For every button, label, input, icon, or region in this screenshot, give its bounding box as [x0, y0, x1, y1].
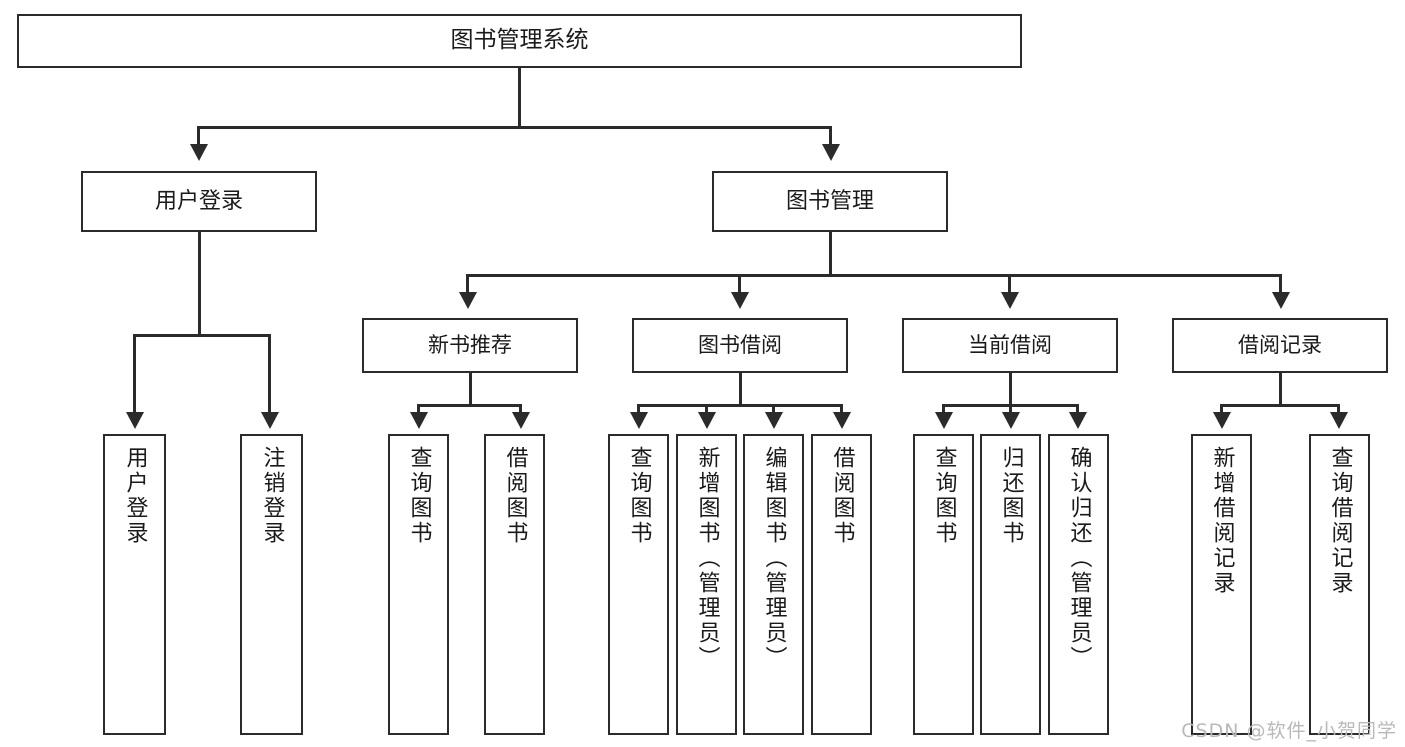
edge-new-book-to-leaf-1: [417, 404, 420, 414]
node-label: 借阅记录: [1238, 333, 1322, 358]
edge-borrow-record-split-bar: [1220, 404, 1340, 407]
arrow-current-borrow-to-leaf-2: [1002, 412, 1020, 429]
leaf-new-book-borrow[interactable]: 借阅图书: [484, 434, 545, 735]
edge-user-login-split-bar: [133, 334, 270, 337]
node-label: 图书管理: [785, 188, 874, 214]
leaf-borrow-record-query[interactable]: 查询借阅记录: [1309, 434, 1370, 735]
node-label: 确认归还（管理员）: [1066, 446, 1092, 671]
arrow-root-to-book-mgmt: [822, 144, 840, 161]
leaf-current-borrow-return[interactable]: 归还图书: [980, 434, 1041, 735]
edge-user-login-to-leaf-2: [268, 334, 271, 414]
edge-user-login-to-leaf-1: [133, 334, 136, 414]
node-book-management[interactable]: 图书管理: [712, 171, 948, 232]
edge-user-login-stem: [198, 232, 201, 336]
arrow-user-login-to-leaf-2: [261, 412, 279, 429]
arrow-new-book-to-leaf-2: [512, 412, 530, 429]
edge-root-to-book-mgmt: [829, 126, 832, 146]
node-label: 查询图书: [626, 446, 652, 546]
leaf-borrow-record-add[interactable]: 新增借阅记录: [1191, 434, 1252, 735]
arrow-current-borrow-to-leaf-1: [935, 412, 953, 429]
arrow-borrow-record-to-leaf-1: [1213, 412, 1231, 429]
node-label: 当前借阅: [968, 333, 1052, 358]
node-label: 查询图书: [406, 446, 432, 546]
edge-book-borrow-to-leaf-2: [705, 404, 708, 414]
node-user-login[interactable]: 用户登录: [81, 171, 317, 232]
arrow-borrow-record-to-leaf-2: [1330, 412, 1348, 429]
node-root-system[interactable]: 图书管理系统: [17, 14, 1022, 68]
node-label: 用户登录: [122, 446, 148, 546]
node-current-borrow[interactable]: 当前借阅: [902, 318, 1118, 373]
edge-book-mgmt-to-new-book: [466, 274, 469, 294]
leaf-book-borrow-borrow[interactable]: 借阅图书: [811, 434, 872, 735]
node-label: 新增图书（管理员）: [694, 446, 720, 671]
edge-root-stem: [518, 68, 521, 128]
edge-new-book-to-leaf-2: [519, 404, 522, 414]
node-label: 查询图书: [931, 446, 957, 546]
arrow-book-borrow-to-leaf-2: [698, 412, 716, 429]
arrow-book-borrow-to-leaf-3: [765, 412, 783, 429]
node-label: 借阅图书: [829, 446, 855, 546]
leaf-book-borrow-query[interactable]: 查询图书: [608, 434, 669, 735]
leaf-current-borrow-query[interactable]: 查询图书: [913, 434, 974, 735]
arrow-book-mgmt-to-book-borrow: [731, 292, 749, 309]
edge-book-borrow-to-leaf-3: [772, 404, 775, 414]
edge-current-borrow-to-leaf-1: [942, 404, 945, 414]
leaf-book-borrow-edit[interactable]: 编辑图书（管理员）: [743, 434, 804, 735]
edge-root-split-bar: [197, 126, 832, 129]
node-label: 注销登录: [259, 446, 285, 546]
node-label: 编辑图书（管理员）: [761, 446, 787, 671]
node-label: 图书管理系统: [450, 27, 589, 54]
leaf-book-borrow-add[interactable]: 新增图书（管理员）: [676, 434, 737, 735]
edge-book-mgmt-split-bar: [466, 274, 1282, 277]
leaf-user-login-logout[interactable]: 注销登录: [240, 434, 303, 735]
node-label: 借阅图书: [502, 446, 528, 546]
arrow-user-login-to-leaf-1: [126, 412, 144, 429]
edge-root-to-user-login: [197, 126, 200, 146]
edge-book-borrow-to-leaf-4: [840, 404, 843, 414]
node-new-book-recommend[interactable]: 新书推荐: [362, 318, 578, 373]
edge-book-borrow-stem: [739, 373, 742, 406]
leaf-user-login-login[interactable]: 用户登录: [103, 434, 166, 735]
edge-current-borrow-stem: [1009, 373, 1012, 406]
edge-book-mgmt-to-book-borrow: [738, 274, 741, 294]
edge-book-mgmt-stem: [829, 232, 832, 276]
edge-book-borrow-split-bar: [637, 404, 843, 407]
arrow-book-mgmt-to-new-book: [459, 292, 477, 309]
edge-current-borrow-to-leaf-2: [1009, 404, 1012, 414]
edge-borrow-record-to-leaf-1: [1220, 404, 1223, 414]
edge-borrow-record-stem: [1279, 373, 1282, 406]
node-label: 查询借阅记录: [1327, 446, 1353, 596]
arrow-book-borrow-to-leaf-4: [833, 412, 851, 429]
arrow-book-borrow-to-leaf-1: [630, 412, 648, 429]
edge-new-book-stem: [469, 373, 472, 406]
arrow-new-book-to-leaf-1: [410, 412, 428, 429]
edge-current-borrow-to-leaf-3: [1076, 404, 1079, 414]
arrow-book-mgmt-to-borrow-record: [1272, 292, 1290, 309]
edge-new-book-split-bar: [417, 404, 522, 407]
arrow-book-mgmt-to-current-borrow: [1001, 292, 1019, 309]
node-label: 新书推荐: [428, 333, 512, 358]
node-label: 用户登录: [154, 188, 243, 214]
edge-book-mgmt-to-borrow-record: [1279, 274, 1282, 294]
leaf-new-book-query[interactable]: 查询图书: [388, 434, 449, 735]
arrow-current-borrow-to-leaf-3: [1069, 412, 1087, 429]
node-label: 图书借阅: [698, 333, 782, 358]
node-borrow-record[interactable]: 借阅记录: [1172, 318, 1388, 373]
node-label: 归还图书: [998, 446, 1024, 546]
leaf-current-borrow-confirm-return[interactable]: 确认归还（管理员）: [1048, 434, 1109, 735]
node-label: 新增借阅记录: [1209, 446, 1235, 596]
edge-borrow-record-to-leaf-2: [1337, 404, 1340, 414]
node-book-borrow[interactable]: 图书借阅: [632, 318, 848, 373]
edge-book-mgmt-to-current-borrow: [1008, 274, 1011, 294]
arrow-root-to-user-login: [190, 144, 208, 161]
edge-book-borrow-to-leaf-1: [637, 404, 640, 414]
